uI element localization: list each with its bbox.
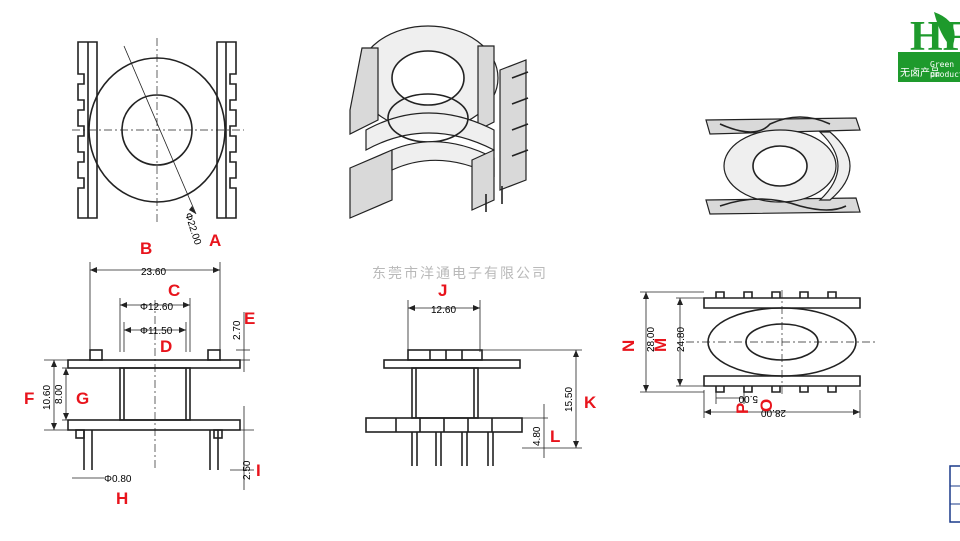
- label-o: O: [757, 399, 776, 412]
- dim-o-value: 28.00: [761, 407, 786, 418]
- dim-e-value: 2.70: [232, 320, 243, 340]
- label-j: J: [438, 281, 447, 300]
- dim-m-value: 24.80: [676, 327, 687, 352]
- logo-en-1: Green: [930, 60, 954, 69]
- label-d: D: [160, 337, 172, 356]
- dim-l-value: 4.80: [532, 426, 543, 446]
- dim-b-value: 23.60: [141, 267, 166, 278]
- title-block-fragment: [949, 465, 960, 523]
- company-watermark: 东莞市洋通电子有限公司: [372, 265, 548, 282]
- front-view: B 23.60 C Φ12.60 Φ11.50 D: [24, 239, 261, 508]
- dim-i-value: 2.50: [242, 460, 253, 480]
- label-p: P: [733, 403, 752, 414]
- label-h: H: [116, 489, 128, 508]
- label-f: F: [24, 389, 34, 408]
- dim-g-value: 8.00: [54, 384, 65, 404]
- logo-en-2: product: [930, 70, 960, 79]
- label-l: L: [550, 427, 560, 446]
- dim-c-value: Φ12.60: [140, 302, 173, 313]
- dim-h-value: Φ0.80: [104, 474, 132, 485]
- dim-n-value: 28.00: [646, 327, 657, 352]
- dim-j-value: 12.60: [431, 305, 456, 316]
- iso-view: [349, 25, 529, 219]
- label-e: E: [244, 309, 255, 328]
- dim-a-value: Φ22.00: [182, 212, 203, 247]
- label-i: I: [256, 461, 261, 480]
- dim-f-value: 10.60: [42, 385, 53, 410]
- green-product-logo: HF 无卤产品 Green product: [898, 12, 960, 82]
- dim-p-value: 5.00: [738, 393, 758, 404]
- label-a: A: [209, 231, 221, 250]
- dim-d-value: Φ11.50: [140, 326, 173, 337]
- dim-k-value: 15.50: [564, 387, 575, 412]
- leaf-icon: [934, 12, 955, 48]
- iso-view-right: [705, 116, 861, 215]
- bottom-view: 28.00 N 24.80 M 28.00 O 5.00 P: [619, 290, 878, 418]
- label-n: N: [619, 340, 638, 352]
- top-view: Φ22.00 A: [72, 38, 244, 250]
- logo-cn: 无卤产品: [900, 66, 940, 79]
- label-c: C: [168, 281, 180, 300]
- label-m: M: [651, 338, 670, 352]
- label-b: B: [140, 239, 152, 258]
- label-k: K: [584, 393, 597, 412]
- side-view: J 12.60 15.50 K: [365, 281, 597, 466]
- label-g: G: [76, 389, 89, 408]
